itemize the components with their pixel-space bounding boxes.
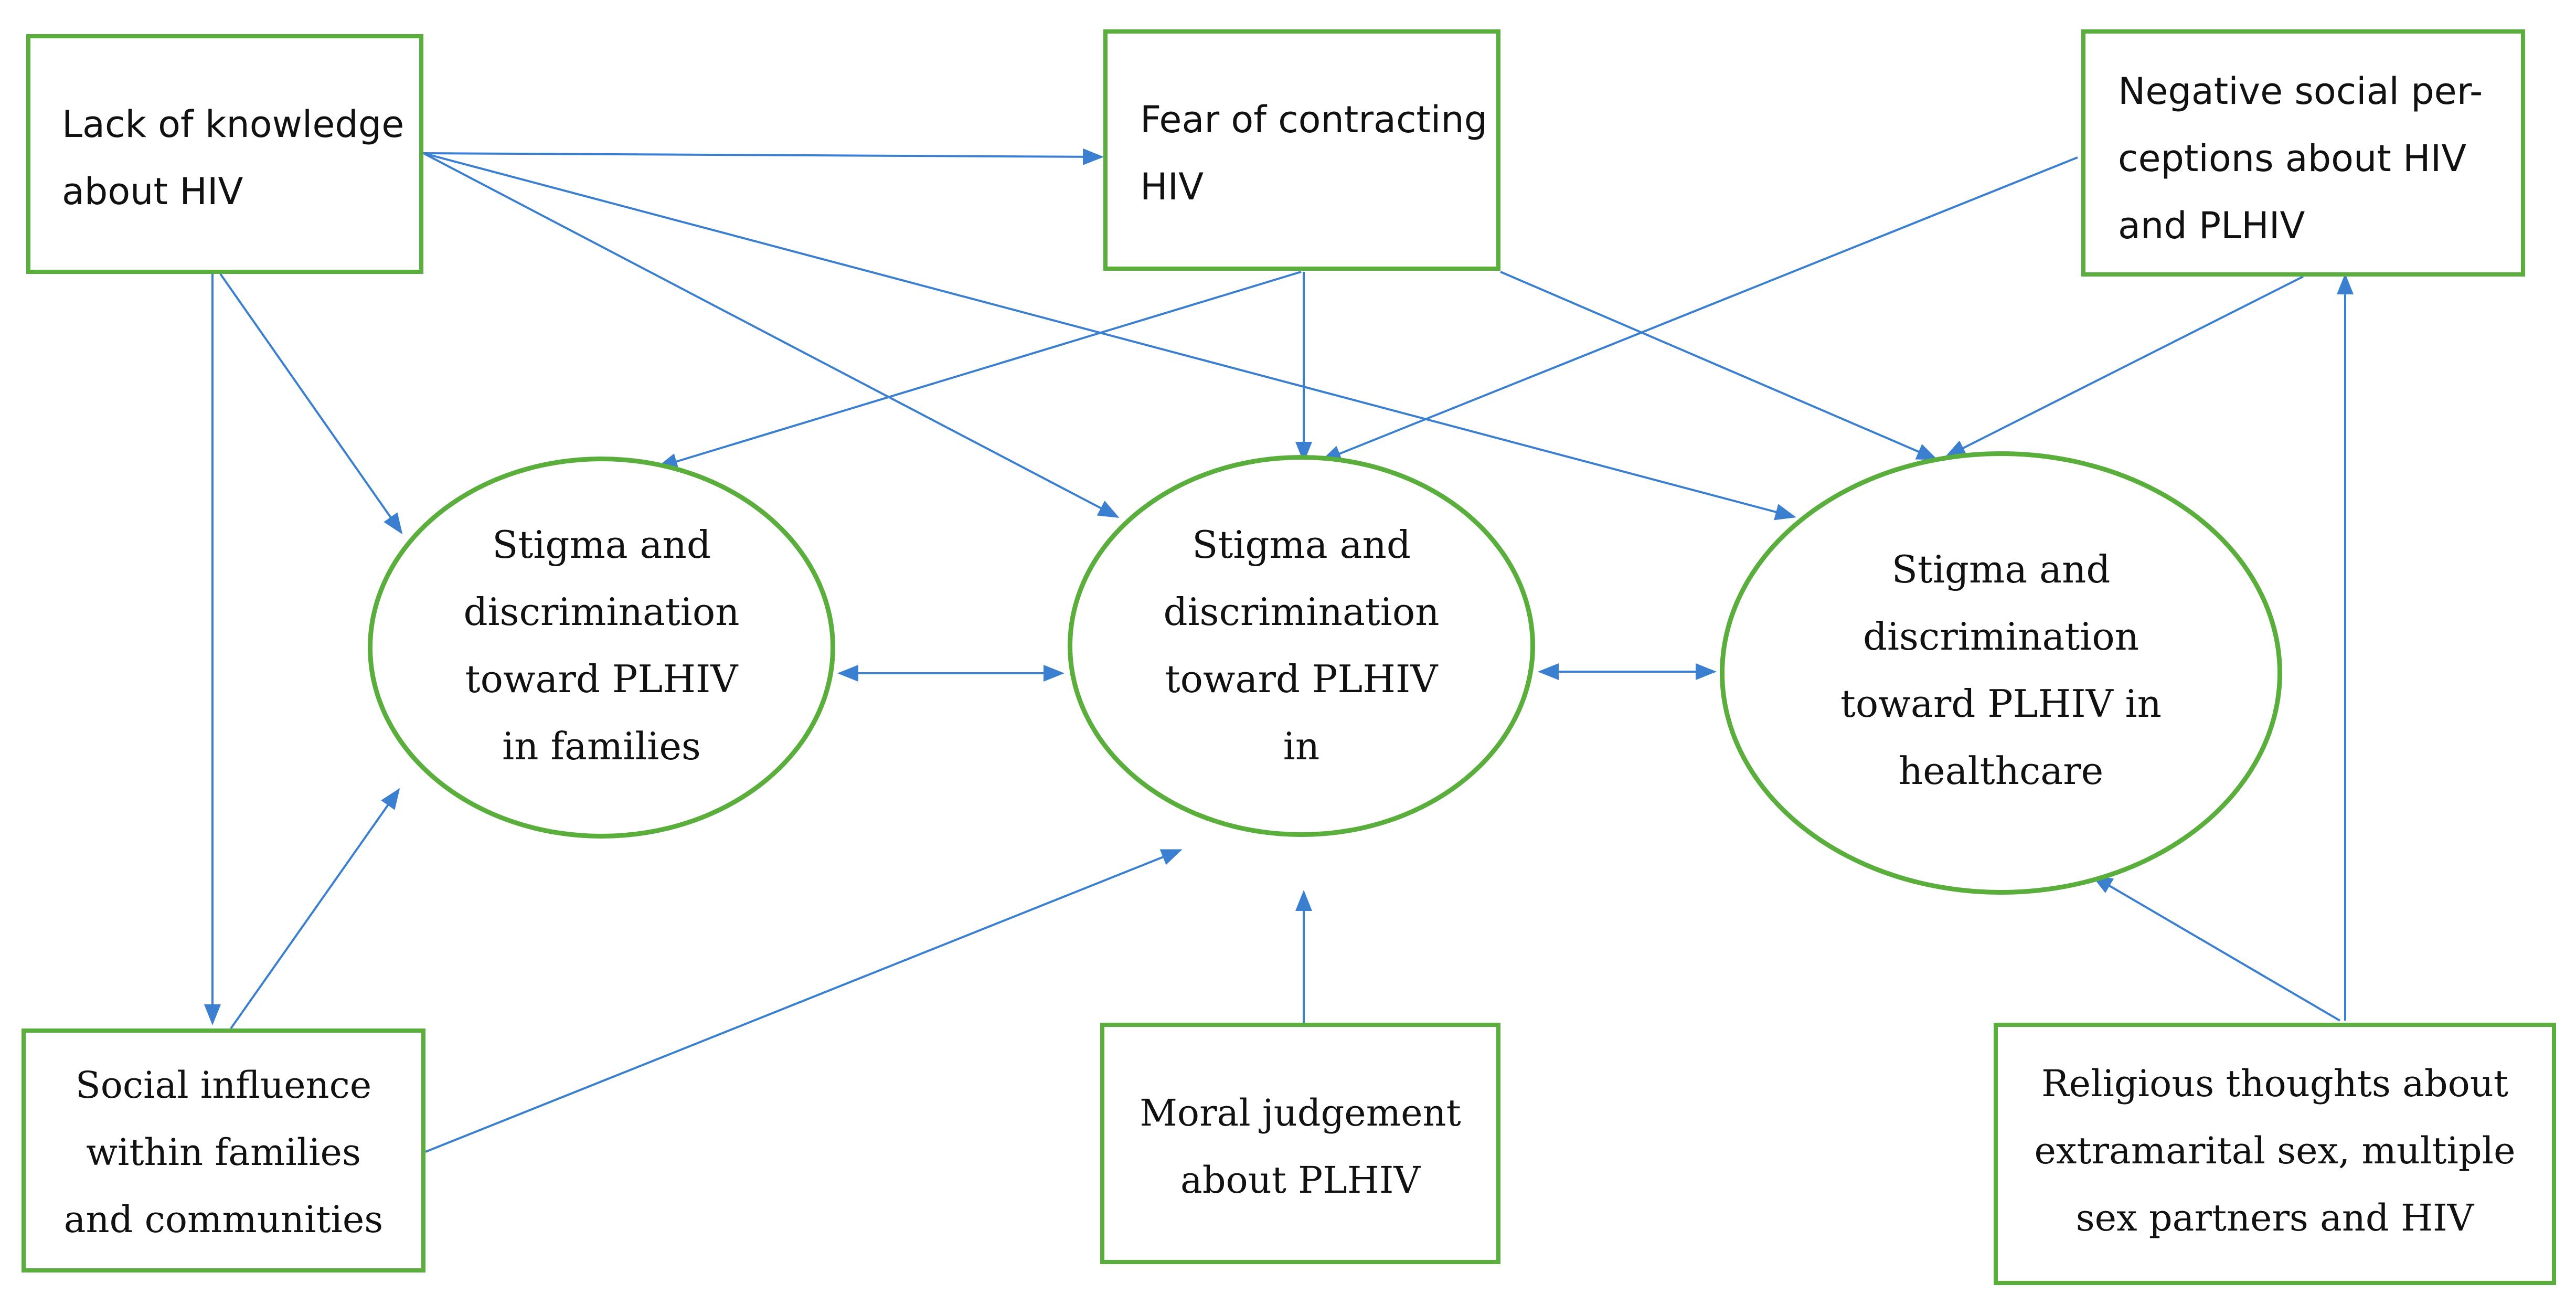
arrow-fear-to-families [656, 271, 1302, 470]
box-lack-of-knowledge: Lack of knowledge about HIV [26, 34, 423, 274]
arrow-knowledge-to-families [219, 273, 403, 535]
box-lack-of-knowledge-text: Lack of knowledge about HIV [62, 103, 405, 213]
box-negative-social-perceptions-text: Negative social per- ceptions about HIV … [2118, 70, 2483, 247]
box-social-influence-text: Social influence within families and com… [63, 1064, 384, 1241]
box-religious-thoughts: Religious thoughts about extramarital se… [1994, 1023, 2556, 1285]
arrow-knowledge-to-middle [423, 152, 1120, 518]
box-moral-judgement: Moral judgement about PLHIV [1100, 1023, 1500, 1264]
arrow-perceptions-to-healthcare [1944, 275, 2304, 458]
arrow-perceptions-to-middle [1320, 156, 2078, 462]
box-social-influence: Social influence within families and com… [22, 1028, 425, 1272]
ellipse-stigma-middle: Stigma and discrimination toward PLHIV i… [1068, 455, 1535, 837]
arrow-social-to-families [230, 788, 400, 1030]
arrow-fear-to-healthcare [1500, 271, 1938, 460]
arrow-knowledge-to-fear [423, 148, 1104, 165]
arrow-social-to-middle [425, 849, 1183, 1153]
ellipse-stigma-middle-text: Stigma and discrimination toward PLHIV i… [1163, 523, 1440, 768]
box-fear-of-contracting: Fear of contracting HIV [1103, 29, 1500, 271]
box-fear-of-contracting-text: Fear of contracting HIV [1140, 98, 1488, 208]
box-moral-judgement-text: Moral judgement about PLHIV [1140, 1091, 1461, 1202]
ellipse-stigma-families: Stigma and discrimination toward PLHIV i… [368, 457, 835, 839]
box-religious-thoughts-text: Religious thoughts about extramarital se… [2034, 1062, 2516, 1239]
arrow-knowledge-to-healthcare [423, 152, 1796, 521]
box-negative-social-perceptions: Negative social per- ceptions about HIV … [2081, 29, 2525, 277]
ellipse-stigma-families-text: Stigma and discrimination toward PLHIV i… [463, 523, 740, 768]
arrow-religious-to-healthcare [2091, 875, 2341, 1022]
ellipse-stigma-healthcare-text: Stigma and discrimination toward PLHIV i… [1840, 547, 2162, 793]
ellipse-stigma-healthcare: Stigma and discrimination toward PLHIV i… [1720, 451, 2282, 895]
